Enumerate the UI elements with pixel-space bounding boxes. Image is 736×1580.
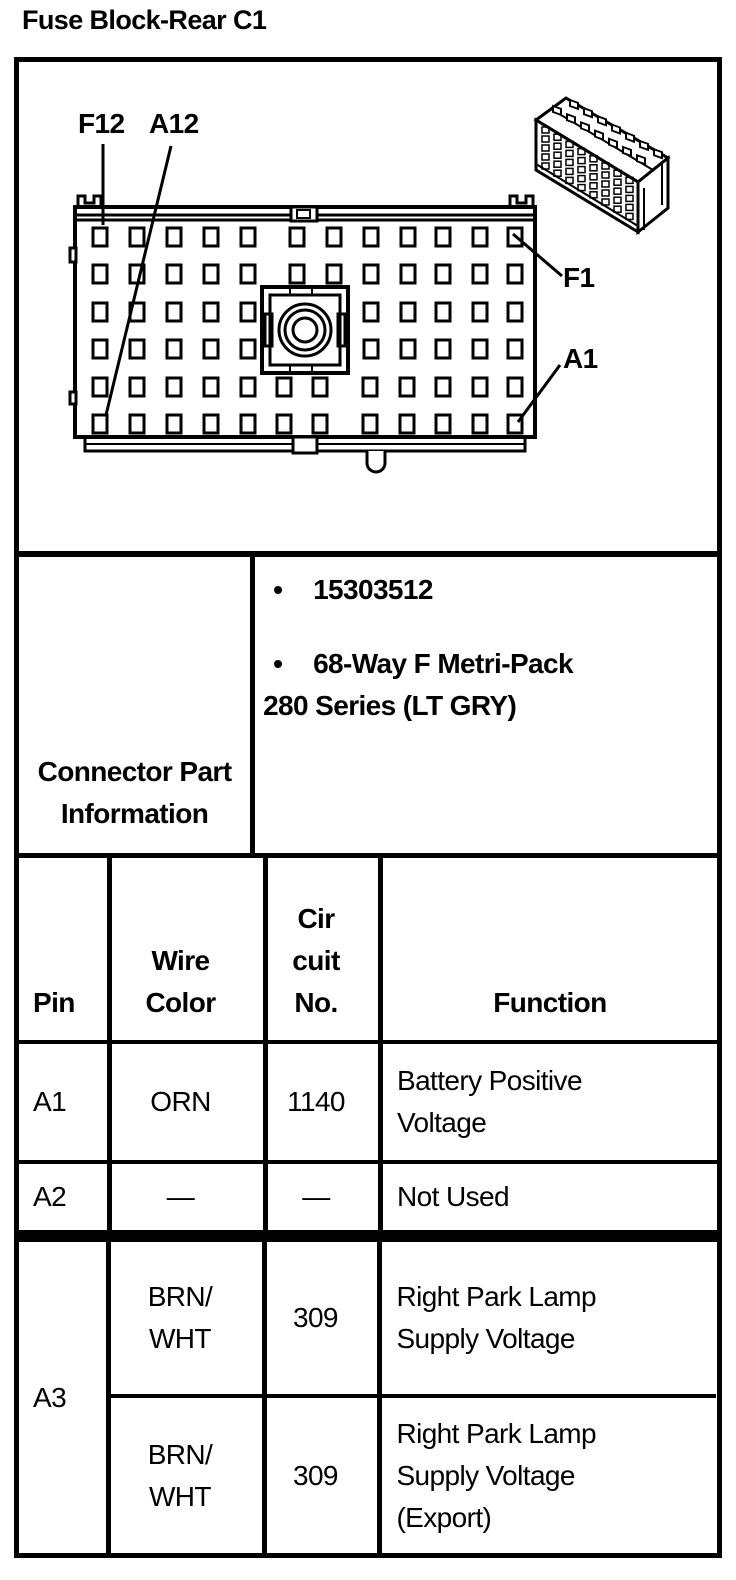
a2-function-text: Not Used: [397, 1181, 510, 1212]
cell-a1-circuit-no: 1140: [263, 1044, 378, 1160]
bullet-icon: •: [273, 574, 283, 605]
cell-a1-pin: A1: [19, 1044, 107, 1160]
pin-label-a12: A12: [149, 108, 199, 139]
pin-label-f12: F12: [78, 108, 125, 139]
cell-a2-pin: A2: [19, 1164, 107, 1230]
a3s2-function-text: Right Park Lamp Supply Voltage (Export): [396, 1417, 596, 1533]
header-circuit-no-text: Cir cuit No.: [292, 903, 340, 1018]
cell-a3-pin: A3: [19, 1242, 106, 1553]
center-bolt-hole: [260, 285, 350, 375]
a3s1-function-text: Right Park Lamp Supply Voltage: [396, 1281, 596, 1354]
a2-wire-color-text: —: [166, 1181, 195, 1212]
a3s1-circuit-no-text: 309: [292, 1302, 339, 1333]
header-wire-color-text: Wire Color: [145, 945, 216, 1018]
pin-label-f1: F1: [563, 262, 595, 293]
bullet-icon: •: [273, 648, 283, 679]
table-row-a3: A3 BRN/ WHT 309 Right Park Lamp Supply V…: [19, 1230, 717, 1553]
cell-a3s1-circuit-no: 309: [262, 1242, 377, 1394]
page-title: Fuse Block-Rear C1: [22, 5, 267, 35]
leader-line-f1: [512, 232, 563, 278]
a3-sub-row-2: BRN/ WHT 309 Right Park Lamp Supply Volt…: [111, 1394, 717, 1553]
part-number-item: • 15303512: [263, 569, 693, 611]
cell-a3s1-function: Right Park Lamp Supply Voltage: [377, 1242, 716, 1394]
cell-a1-wire-color: ORN: [107, 1044, 263, 1160]
connector-type-item: •68-Way F Metri-Pack 280 Series (LT GRY): [263, 643, 693, 727]
connector-type-text: 68-Way F Metri-Pack 280 Series (LT GRY): [263, 648, 573, 721]
part-number-text: 15303512: [313, 574, 433, 605]
a1-wire-color-text: ORN: [150, 1086, 211, 1117]
cell-a2-circuit-no: —: [263, 1164, 378, 1230]
cell-a2-function: Not Used: [378, 1164, 717, 1230]
a2-pin-text: A2: [33, 1181, 67, 1212]
cell-a3s2-circuit-no: 309: [262, 1398, 377, 1553]
a1-circuit-no-text: 1140: [287, 1086, 345, 1117]
a3s1-wire-color-text: BRN/ WHT: [147, 1281, 213, 1354]
connector-part-info-details: •15303512 •68-Way F Metri-Pack 280 Serie…: [250, 557, 717, 853]
table-row-a1: A1 ORN 1140 Battery Positive Voltage: [19, 1040, 717, 1160]
leader-line-a1: [516, 364, 562, 423]
a3-sub-row-1: BRN/ WHT 309 Right Park Lamp Supply Volt…: [111, 1242, 716, 1394]
cell-a3s2-function: Right Park Lamp Supply Voltage (Export): [377, 1398, 716, 1553]
header-circuit-no: Cir cuit No.: [263, 858, 378, 1040]
a2-circuit-no-text: —: [302, 1181, 330, 1212]
a3s2-wire-color-text: BRN/ WHT: [147, 1438, 213, 1512]
connector-body: [68, 194, 537, 474]
header-wire-color: Wire Color: [107, 858, 263, 1040]
a3-pin-text: A3: [33, 1381, 67, 1413]
connector-part-info-row: Connector Part Information •15303512 •68…: [19, 551, 717, 853]
a1-function-text: Battery Positive Voltage: [397, 1065, 583, 1138]
connector-face-diagram: [68, 96, 671, 474]
connector-part-info-label: Connector Part Information: [19, 557, 250, 853]
connector-table: F12 A12 F1 A1 Connector Part Information…: [14, 57, 722, 1558]
header-pin: Pin: [19, 858, 107, 1040]
cell-a3s2-wire-color: BRN/ WHT: [111, 1398, 262, 1553]
connector-diagram-row: F12 A12 F1 A1: [19, 62, 717, 551]
cavity-grid: [91, 226, 524, 435]
connector-isometric-view: [533, 96, 671, 236]
connector-part-info-text: Connector Part Information: [37, 756, 232, 829]
cell-a3s1-wire-color: BRN/ WHT: [111, 1242, 262, 1394]
leader-line-a12: [104, 145, 173, 416]
a1-pin-text: A1: [33, 1086, 67, 1117]
cell-a2-wire-color: —: [107, 1164, 263, 1230]
header-function: Function: [378, 858, 717, 1040]
table-row-a2: A2 — — Not Used: [19, 1160, 717, 1230]
pin-label-a1: A1: [563, 343, 598, 374]
header-pin-text: Pin: [33, 987, 75, 1018]
cell-a1-function: Battery Positive Voltage: [378, 1044, 717, 1160]
header-function-text: Function: [493, 987, 607, 1018]
a3-sub-rows: BRN/ WHT 309 Right Park Lamp Supply Volt…: [106, 1242, 717, 1553]
a3s2-circuit-no-text: 309: [292, 1459, 339, 1491]
table-header-row: Pin Wire Color Cir cuit No. Function: [19, 853, 717, 1040]
